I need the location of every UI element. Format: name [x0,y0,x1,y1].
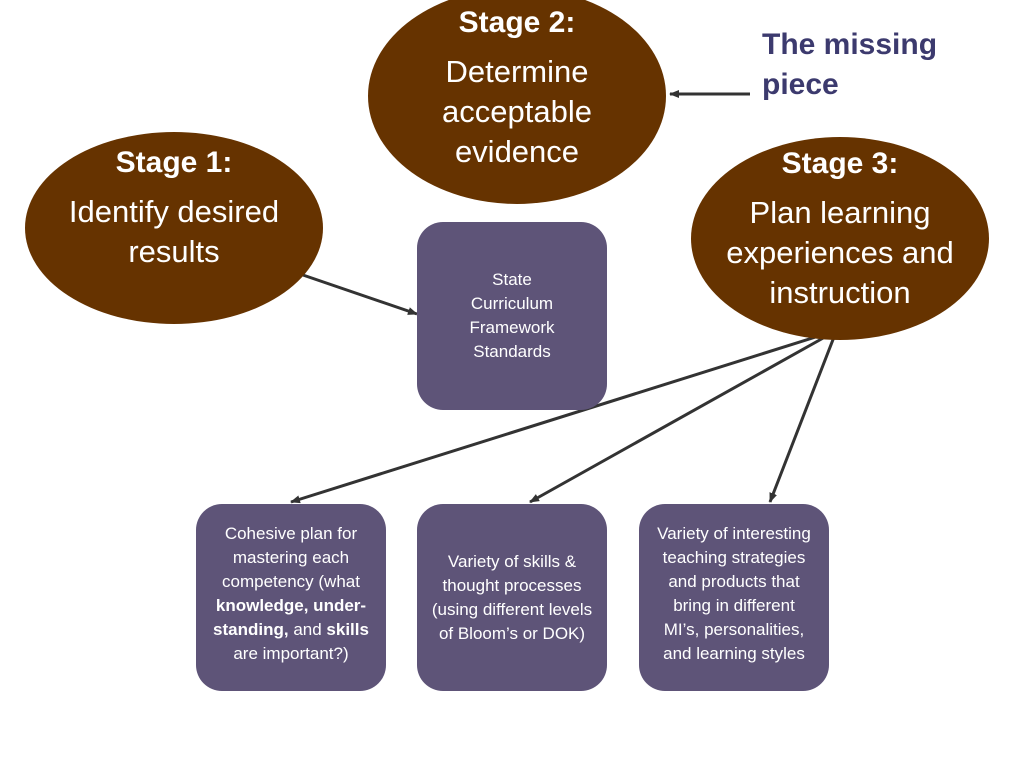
arrow-stage1-to-state-standards [299,272,418,316]
box1-line: Cohesive plan for [224,523,358,543]
stage2-line: acceptable [442,94,592,129]
callout-line: piece [762,68,839,101]
state-standards-box: State Curriculum Framework Standards [417,222,607,410]
box3-line: and learning styles [663,643,805,663]
stage1-oval: Stage 1: Identify desired results [25,132,323,324]
box1-line: standing, and skills [213,618,369,642]
arrow-stage3-to-skills-variety [529,335,826,504]
stage3-line: instruction [769,275,911,310]
box3-line: teaching strategies [662,547,806,567]
callout-line: The missing [762,28,938,61]
box2-line: thought processes [442,575,582,595]
stage3-description: Plan learning experiences and instructio… [726,193,954,313]
strategies-variety-text: Variety of interesting teaching strategi… [657,522,811,666]
state-box-line: State [492,270,532,289]
box2-line: of Bloom’s or DOK) [438,623,586,643]
box3-line: Variety of interesting [657,523,811,543]
and-text: and [288,619,327,639]
stage1-label: Stage 1: [115,146,233,179]
stage1-line: results [128,234,220,269]
missing-piece-callout: The missing piece [762,25,1002,105]
knowledge-understanding-bold: knowledge, under- [215,595,367,615]
box1-line: competency (what [222,571,360,591]
box3-line: bring in different [673,595,795,615]
box1-line: mastering each [232,547,350,567]
stage2-line: Determine [445,54,589,89]
strategies-variety-box: Variety of interesting teaching strategi… [639,504,829,691]
box2-line: Variety of skills & [447,551,577,571]
arrow-stage3-to-strategies-variety [768,336,836,503]
stage3-line: experiences and [726,235,954,270]
stage2-description: Determine acceptable evidence [442,52,592,172]
state-box-line: Standards [473,342,551,361]
box3-line: and products that [668,571,800,591]
stage1-line: Identify desired [68,194,280,229]
stage1-description: Identify desired results [69,192,279,272]
stage3-line: Plan learning [749,195,931,230]
arrow-stage3-to-cohesive-plan [290,333,823,504]
stage3-oval: Stage 3: Plan learning experiences and i… [691,137,989,340]
state-box-line: Framework [469,318,555,337]
skills-variety-text: Variety of skills & thought processes (u… [432,550,592,646]
box2-line: (using different levels [431,599,593,619]
box1-line: are important?) [233,643,349,663]
standing-bold: standing, [213,619,289,639]
stage2-oval: Stage 2: Determine acceptable evidence [368,0,666,204]
stage2-label: Stage 2: [458,6,576,39]
skills-variety-box: Variety of skills & thought processes (u… [417,504,607,691]
cohesive-plan-box: Cohesive plan for mastering each compete… [196,504,386,691]
state-box-line: Curriculum [470,294,554,313]
box1-line: knowledge, under- [213,594,369,618]
stage3-label: Stage 3: [781,147,899,180]
box3-line: MI’s, personalities, [663,619,805,639]
cohesive-plan-text: Cohesive plan for mastering each compete… [213,522,369,666]
skills-bold: skills [326,619,369,639]
stage2-line: evidence [454,134,580,169]
state-standards-text: State Curriculum Framework Standards [469,268,554,364]
